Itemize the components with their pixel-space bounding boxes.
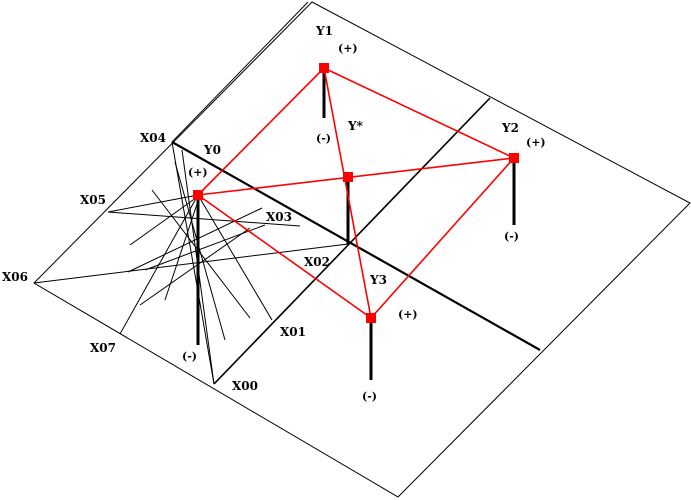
grid-line-a xyxy=(139,227,251,306)
label-y0-plus: (+) xyxy=(188,166,208,179)
label-x07: X07 xyxy=(90,341,116,355)
grid-line-x06 xyxy=(33,243,349,284)
label-y0-minus: (-) xyxy=(182,350,197,363)
label-y0: Y0 xyxy=(203,143,221,157)
label-x04: X04 xyxy=(140,131,166,145)
grid-line-g xyxy=(164,194,201,301)
red-network xyxy=(197,67,515,319)
grid-line-b xyxy=(107,194,199,213)
label-x01: X01 xyxy=(280,325,306,339)
label-y2-plus: (+) xyxy=(526,136,546,149)
label-y2: Y2 xyxy=(501,121,519,135)
node-ystar xyxy=(343,172,353,182)
grid-line-d xyxy=(174,161,226,341)
node-y2 xyxy=(509,153,519,163)
node-y3 xyxy=(366,313,376,323)
label-x02: X02 xyxy=(304,255,330,269)
grid-line-x03 xyxy=(127,207,263,273)
grid-line-f xyxy=(129,194,201,246)
label-x05: X05 xyxy=(80,193,106,207)
grid-line-x01 xyxy=(197,194,273,321)
label-x03: X03 xyxy=(266,210,292,224)
label-y1: Y1 xyxy=(315,24,333,38)
label-y1-minus: (-) xyxy=(316,132,331,145)
label-y1-plus: (+) xyxy=(338,42,358,55)
label-y3-plus: (+) xyxy=(398,308,418,321)
label-x06: X06 xyxy=(2,270,28,284)
label-y3: Y3 xyxy=(369,273,387,287)
label-ystar: Y* xyxy=(347,119,364,133)
grid-line-upper xyxy=(171,1,309,143)
label-y3-minus: (-) xyxy=(362,390,377,403)
grid-line-e xyxy=(144,224,266,271)
grid-line-x00-x02 xyxy=(213,97,491,385)
grid-line-x05 xyxy=(107,211,301,227)
label-y2-minus: (-) xyxy=(504,230,519,243)
plane-outline xyxy=(33,1,691,498)
grid-line-y0-axis xyxy=(171,141,541,351)
node-y0 xyxy=(193,190,203,200)
node-y1 xyxy=(319,63,329,73)
label-x00: X00 xyxy=(232,379,258,393)
